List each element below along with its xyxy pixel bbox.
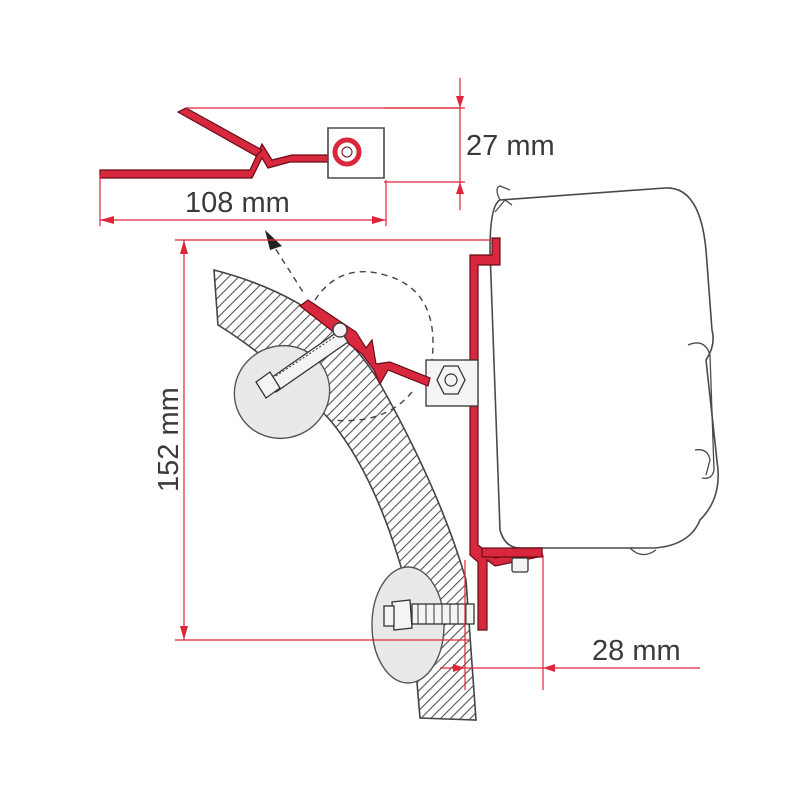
adapter-rail <box>469 237 544 631</box>
mounting-bolt-icon <box>255 322 349 399</box>
dimension-27mm: 27 mm <box>384 78 555 210</box>
installed-bracket <box>299 299 431 387</box>
dimension-label-27mm: 27 mm <box>466 130 555 162</box>
dimension-152mm: 152 mm <box>153 239 490 641</box>
dimension-label-108mm: 108 mm <box>185 187 290 219</box>
adapter-bracket-detail-icon <box>99 107 460 179</box>
awning-profile-cassette-icon <box>489 185 719 556</box>
dimension-label-152mm: 152 mm <box>153 387 185 492</box>
dimension-108mm: 108 mm <box>99 175 387 226</box>
dimension-label-28mm: 28 mm <box>592 635 681 667</box>
dimension-28mm: 28 mm <box>440 555 700 690</box>
nut-icon <box>425 359 479 407</box>
mounting-bolt-lower-icon <box>383 599 475 631</box>
